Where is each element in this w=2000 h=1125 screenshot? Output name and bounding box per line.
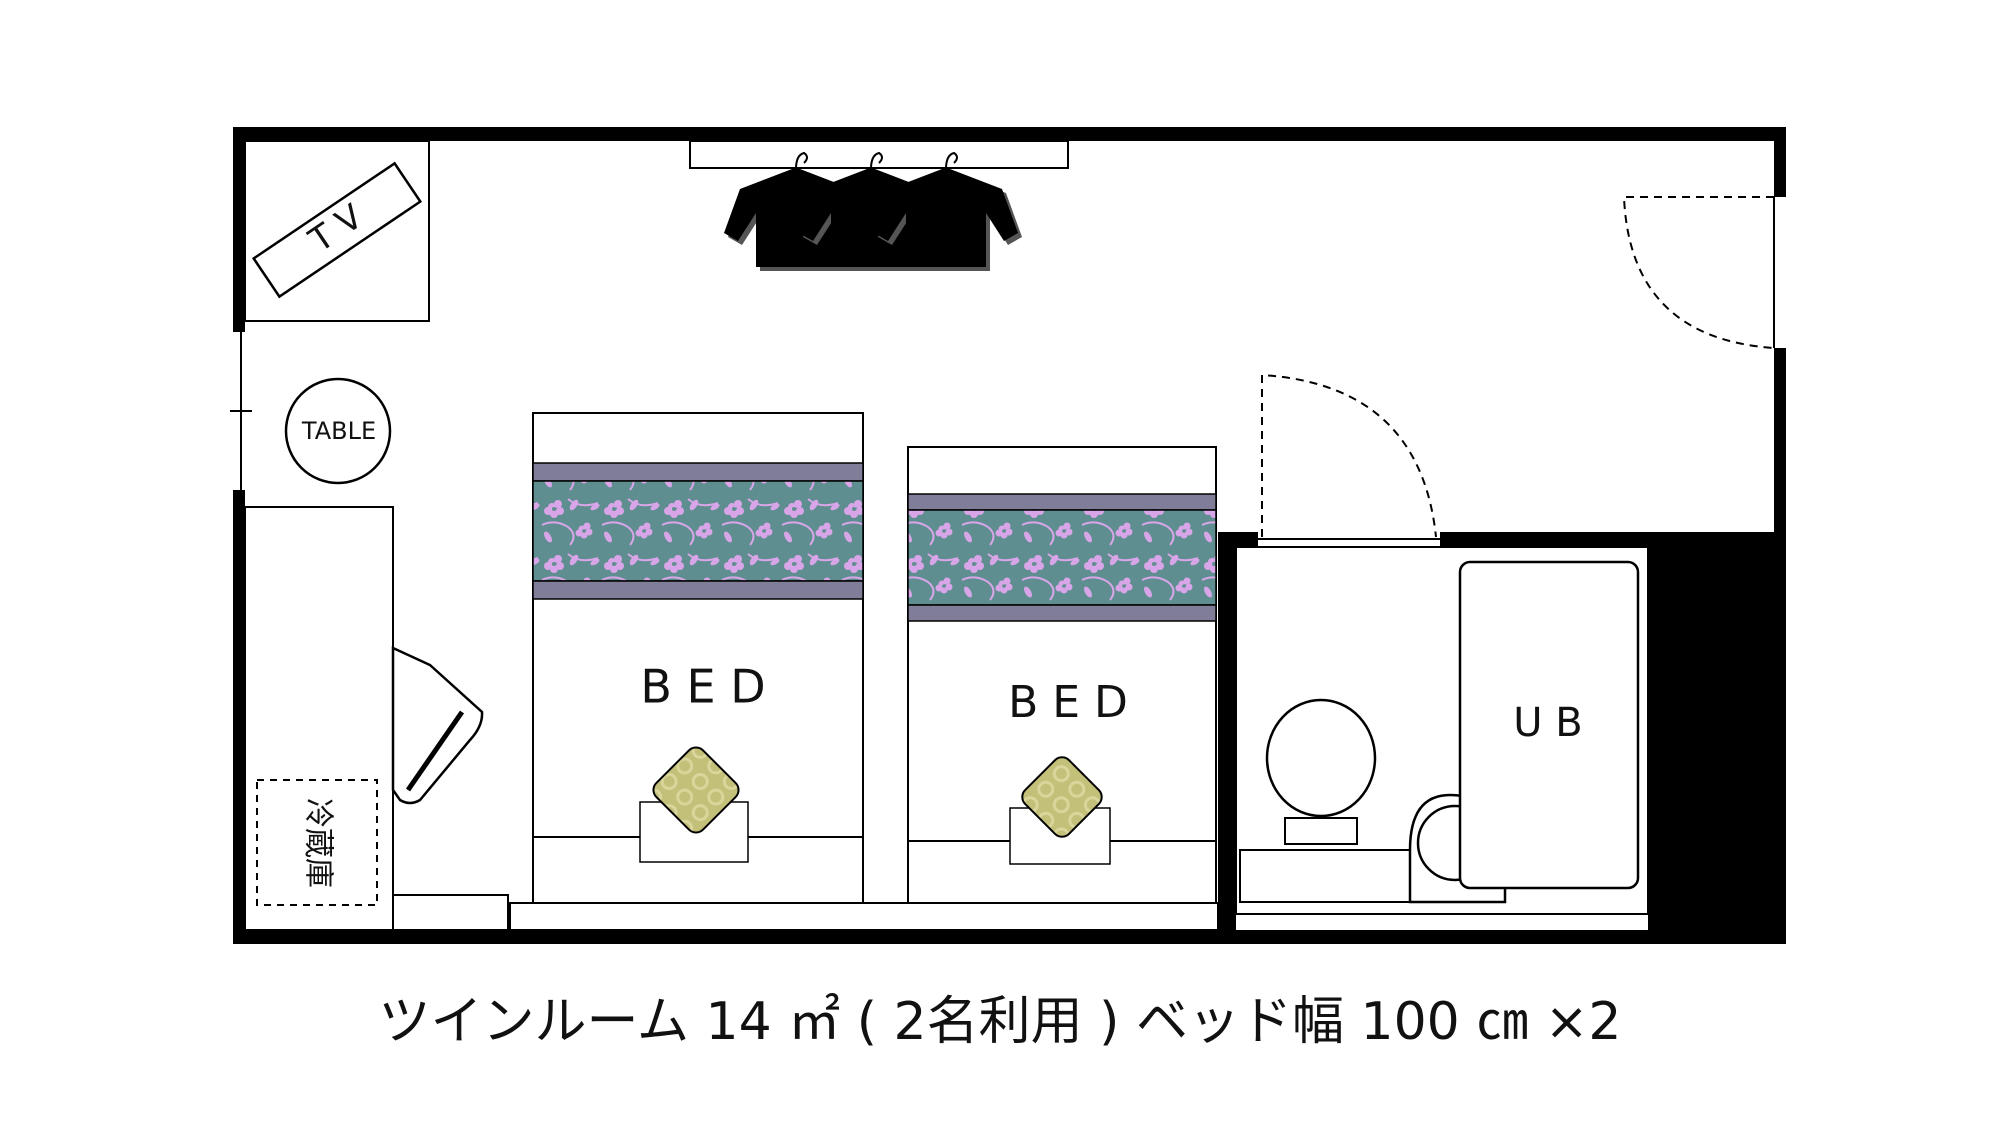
desk: 冷蔵庫 xyxy=(244,506,509,931)
fridge-label: 冷蔵庫 xyxy=(301,798,336,888)
round-table: TABLE xyxy=(284,377,392,485)
closet xyxy=(689,140,1069,271)
tv-icon xyxy=(251,161,423,299)
tv-cabinet: T V xyxy=(244,140,430,322)
chair xyxy=(391,646,484,805)
bed-2: B E D xyxy=(907,446,1217,904)
caption: ツインルーム 14 ㎡ ( 2名利用 ) ベッド幅 100 ㎝ ×2 xyxy=(379,992,1622,1052)
fridge xyxy=(256,779,378,906)
unit-bath: U B xyxy=(1239,560,1640,904)
bed-platform-edge xyxy=(509,902,1219,931)
bed-1: B E D xyxy=(532,412,864,904)
toilet-icon xyxy=(1265,698,1377,845)
table-label: TABLE xyxy=(301,417,376,445)
bed-1-label: B E D xyxy=(640,660,765,714)
clothes-hanger-icon xyxy=(724,151,1022,271)
bed-2-label: B E D xyxy=(1008,677,1128,728)
pillow-icon xyxy=(1021,756,1103,838)
walls xyxy=(233,127,1786,944)
pillow-icon xyxy=(652,746,740,834)
bathtub xyxy=(1458,560,1640,890)
ub-label: U B xyxy=(1513,700,1582,746)
door-icon xyxy=(1261,196,1775,538)
